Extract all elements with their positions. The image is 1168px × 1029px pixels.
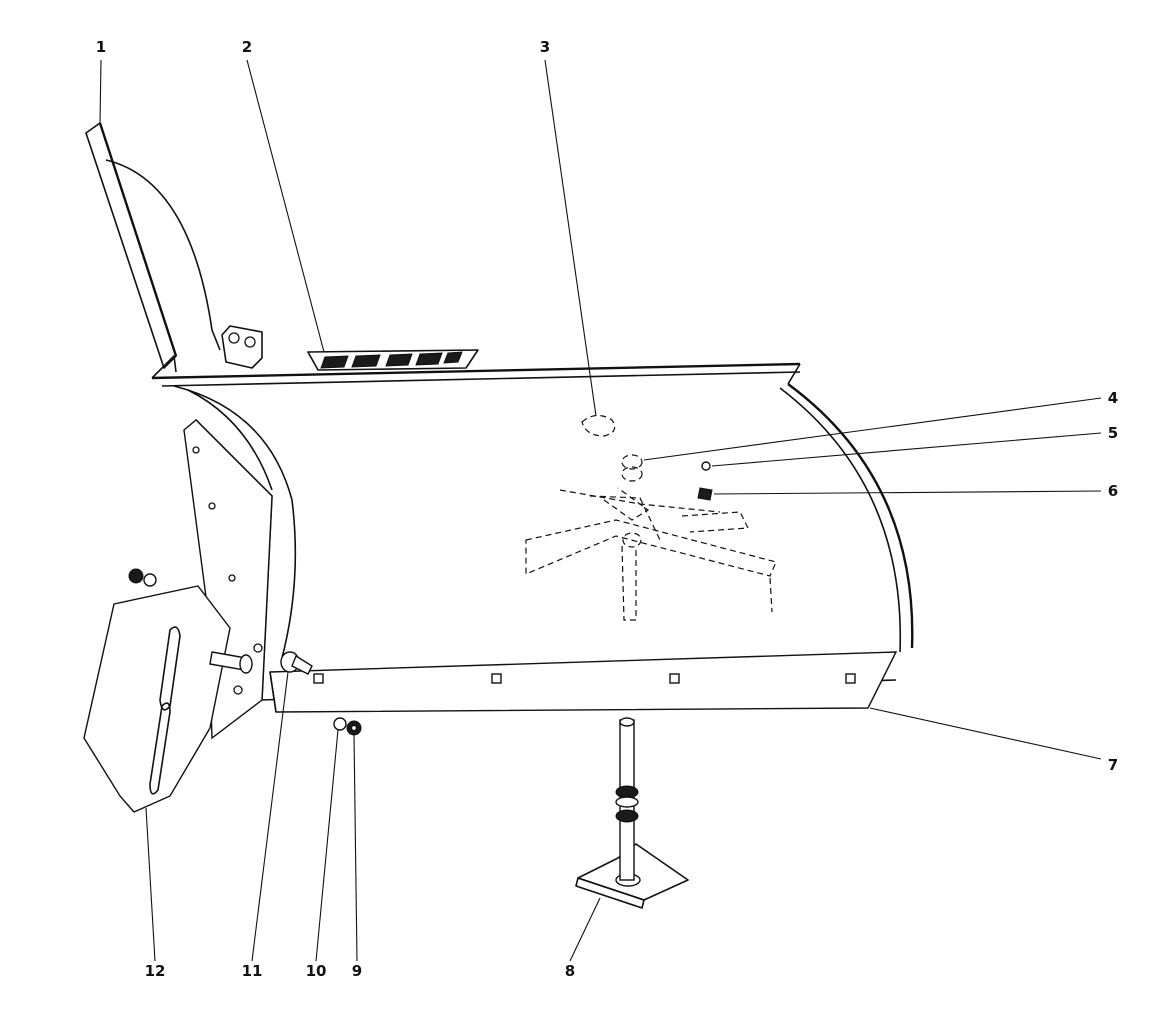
leader-12 xyxy=(145,807,156,962)
part-7-cutting-edge xyxy=(269,651,898,713)
part-3-hole xyxy=(581,414,616,437)
leader-9 xyxy=(353,733,358,962)
callout-5: 5 xyxy=(1108,424,1118,442)
part-1-wing-flap xyxy=(85,122,221,369)
part-6-pin xyxy=(697,487,713,501)
part-9-nut xyxy=(346,720,362,736)
callout-10: 10 xyxy=(306,962,327,980)
callout-9: 9 xyxy=(352,962,362,980)
leader-6 xyxy=(713,490,1102,495)
part-2-decal xyxy=(307,349,479,371)
callout-2: 2 xyxy=(242,38,252,56)
leader-10 xyxy=(315,729,339,962)
leader-7 xyxy=(869,707,1102,760)
leader-2 xyxy=(246,59,325,353)
part-8-skid-leg xyxy=(575,717,689,909)
leader-3 xyxy=(544,59,597,417)
leader-1 xyxy=(99,59,102,124)
part-4-spring xyxy=(621,454,643,482)
part-12-skid-shoe xyxy=(83,568,253,813)
leader-11 xyxy=(251,671,289,962)
leader-4 xyxy=(643,397,1102,461)
callout-labels: 1 2 3 4 5 6 7 8 9 10 11 12 xyxy=(96,38,1118,980)
part-10-washer xyxy=(333,717,347,731)
callout-1: 1 xyxy=(96,38,106,56)
callout-11: 11 xyxy=(242,962,263,980)
callout-7: 7 xyxy=(1108,756,1118,774)
leader-5 xyxy=(711,432,1102,467)
hinge-bracket xyxy=(221,325,263,369)
part-5-bolt xyxy=(701,461,711,471)
leader-8 xyxy=(569,897,601,962)
callout-4: 4 xyxy=(1108,389,1118,407)
callout-8: 8 xyxy=(565,962,575,980)
callout-3: 3 xyxy=(540,38,550,56)
hidden-a-frame xyxy=(525,487,777,621)
leader-lines xyxy=(99,59,1102,962)
callout-12: 12 xyxy=(145,962,166,980)
part-11-bolt xyxy=(280,651,313,675)
callout-6: 6 xyxy=(1108,482,1118,500)
